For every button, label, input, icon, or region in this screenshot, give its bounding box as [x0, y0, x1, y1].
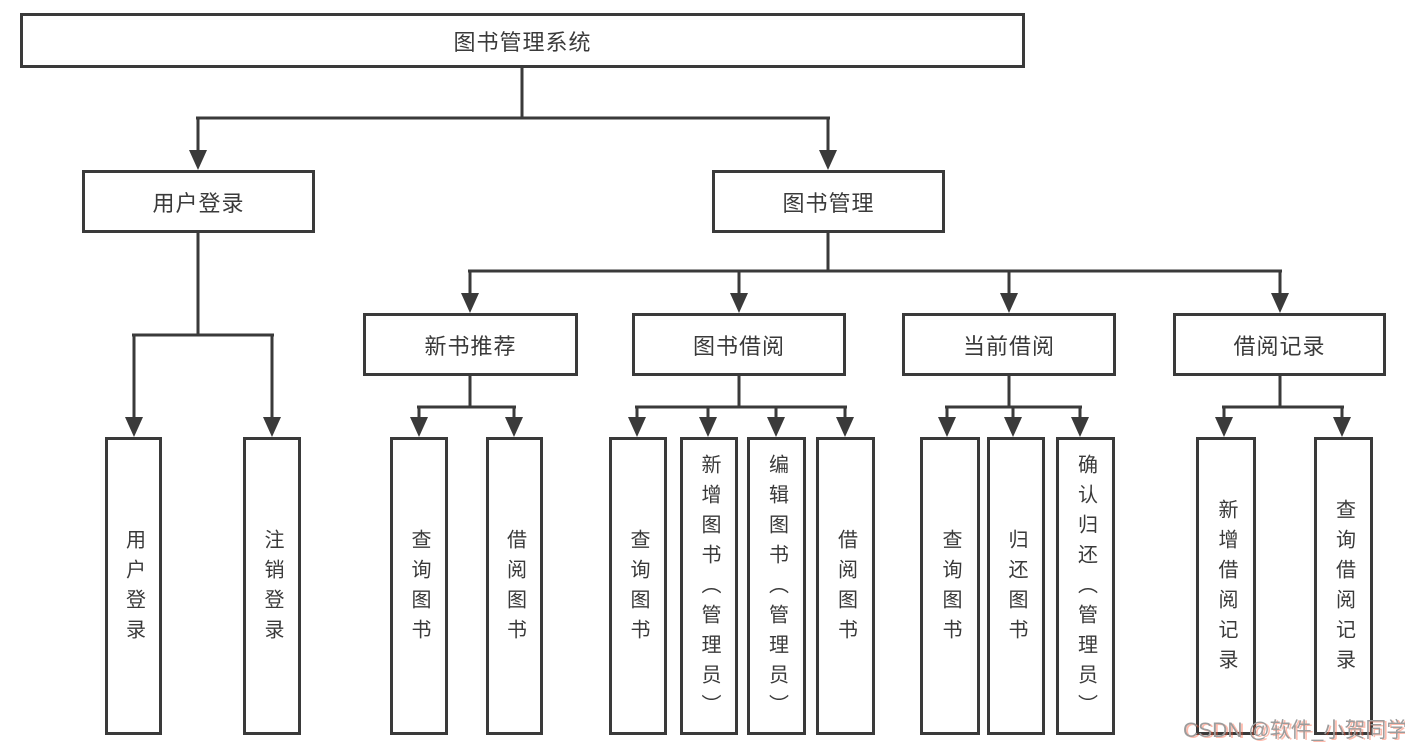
connector-new-book-rec-children: [410, 376, 523, 437]
connector-current-borrow-children: [938, 376, 1089, 437]
leaf-query-book-current: 查询图书: [920, 437, 980, 735]
connector-user-login-children: [125, 233, 281, 437]
leaf-borrow-book-borrow: 借阅图书: [816, 437, 875, 735]
leaf-query-book-borrow: 查询图书: [609, 437, 667, 735]
leaf-borrow-book-rec: 借阅图书: [486, 437, 543, 735]
node-borrow-record: 借阅记录: [1173, 313, 1386, 376]
leaf-query-record: 查询借阅记录: [1314, 437, 1373, 735]
node-new-book-rec: 新书推荐: [363, 313, 578, 376]
node-book-borrow: 图书借阅: [632, 313, 846, 376]
connector-borrow-record-children: [1215, 376, 1351, 437]
leaf-confirm-return: 确认归还（管理员）: [1056, 437, 1115, 735]
leaf-add-record: 新增借阅记录: [1196, 437, 1256, 735]
connector-root-to-level2: [189, 68, 837, 170]
leaf-logout: 注销登录: [243, 437, 301, 735]
node-user-login: 用户登录: [82, 170, 315, 233]
leaf-add-book: 新增图书（管理员）: [680, 437, 738, 735]
node-current-borrow: 当前借阅: [902, 313, 1116, 376]
leaf-edit-book: 编辑图书（管理员）: [747, 437, 806, 735]
node-root: 图书管理系统: [20, 13, 1025, 68]
leaf-user-login: 用户登录: [105, 437, 162, 735]
connector-book-mgmt-children: [461, 233, 1289, 313]
node-book-mgmt: 图书管理: [712, 170, 945, 233]
connector-book-borrow-children: [628, 376, 854, 437]
leaf-query-book-rec: 查询图书: [390, 437, 448, 735]
csdn-watermark: CSDN @软件_小贺同学: [1183, 719, 1405, 742]
leaf-return-book: 归还图书: [987, 437, 1045, 735]
